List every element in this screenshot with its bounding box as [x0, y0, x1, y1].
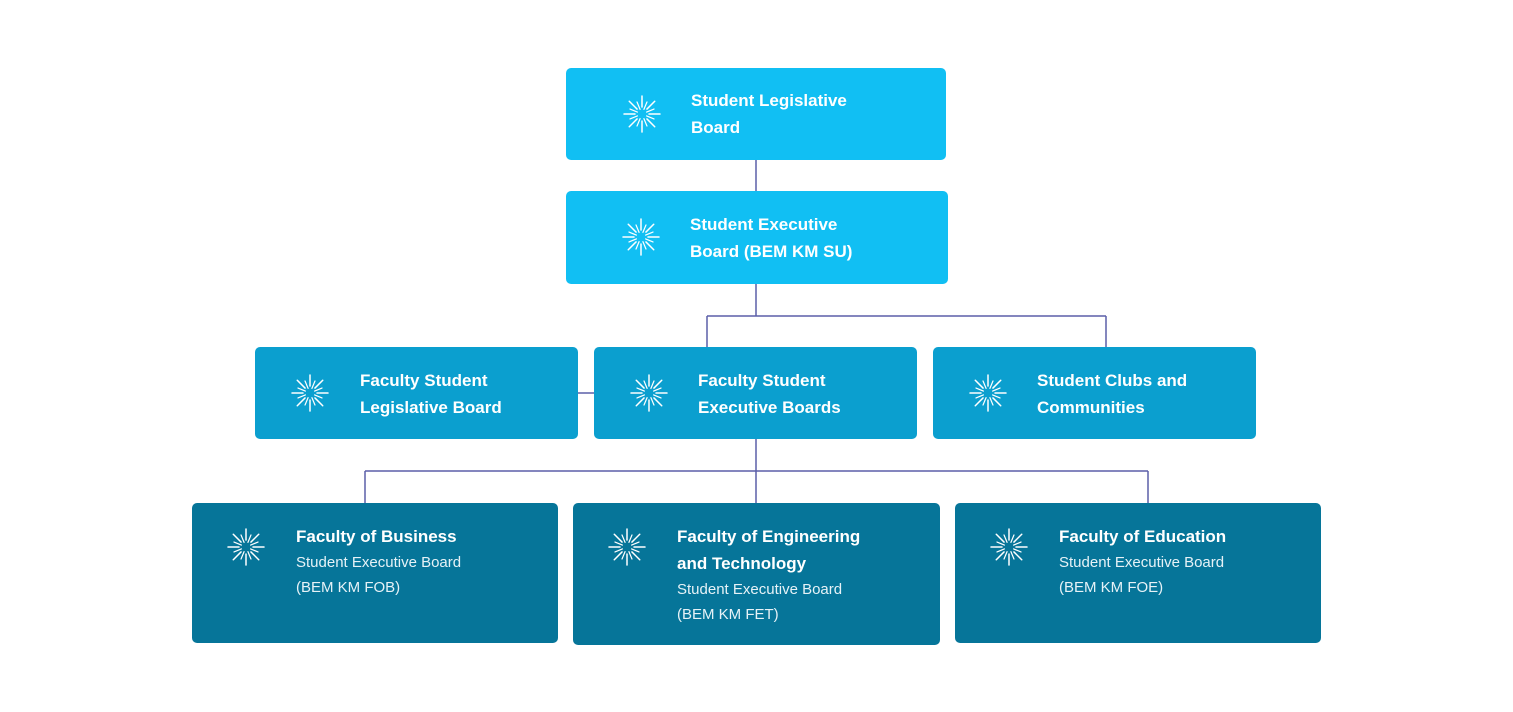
node-subtitle: Student Executive Board	[677, 581, 843, 598]
node-title-line-2: Board	[691, 118, 741, 137]
starburst-icon	[290, 373, 330, 413]
starburst-icon	[629, 373, 669, 413]
node-faculty-student-executive-boards: Faculty Student Executive Boards	[594, 347, 917, 439]
starburst-icon	[989, 527, 1029, 567]
node-code: (BEM KM FET)	[677, 606, 779, 623]
node-code: (BEM KM FOB)	[296, 579, 401, 596]
node-title-line-1: Faculty of Education	[1059, 527, 1227, 546]
node-faculty-student-legislative-board: Faculty Student Legislative Board	[255, 347, 578, 439]
node-title-line-1: Faculty Student	[360, 371, 488, 390]
node-title-line-1: Student Legislative	[691, 91, 847, 110]
node-title-line-1: Faculty Student	[698, 371, 826, 390]
node-code: (BEM KM FOE)	[1059, 579, 1164, 596]
node-student-clubs-and-communities: Student Clubs and Communities	[933, 347, 1256, 439]
node-faculty-of-business: Faculty of Business Student Executive Bo…	[192, 503, 558, 643]
node-subtitle: Student Executive Board	[296, 554, 462, 571]
starburst-icon	[226, 527, 266, 567]
node-title-line-1: Student Executive	[690, 215, 838, 234]
node-faculty-of-engineering-and-technology: Faculty of Engineering and Technology St…	[573, 503, 940, 645]
node-student-executive-board: Student Executive Board (BEM KM SU)	[566, 191, 948, 284]
node-title-line-2: and Technology	[677, 554, 807, 573]
node-student-legislative-board: Student Legislative Board	[566, 68, 946, 160]
node-title-line-2: Legislative Board	[360, 398, 502, 417]
starburst-icon	[621, 217, 661, 257]
starburst-icon	[622, 94, 662, 134]
node-title-line-1: Faculty of Engineering	[677, 527, 861, 546]
node-title-line-2: Board (BEM KM SU)	[690, 242, 853, 261]
node-title-line-1: Student Clubs and	[1037, 371, 1188, 390]
node-title-line-1: Faculty of Business	[296, 527, 457, 546]
node-subtitle: Student Executive Board	[1059, 554, 1225, 571]
node-title-line-2: Communities	[1037, 398, 1145, 417]
starburst-icon	[968, 373, 1008, 413]
node-faculty-of-education: Faculty of Education Student Executive B…	[955, 503, 1321, 643]
starburst-icon	[607, 527, 647, 567]
node-title-line-2: Executive Boards	[698, 398, 841, 417]
